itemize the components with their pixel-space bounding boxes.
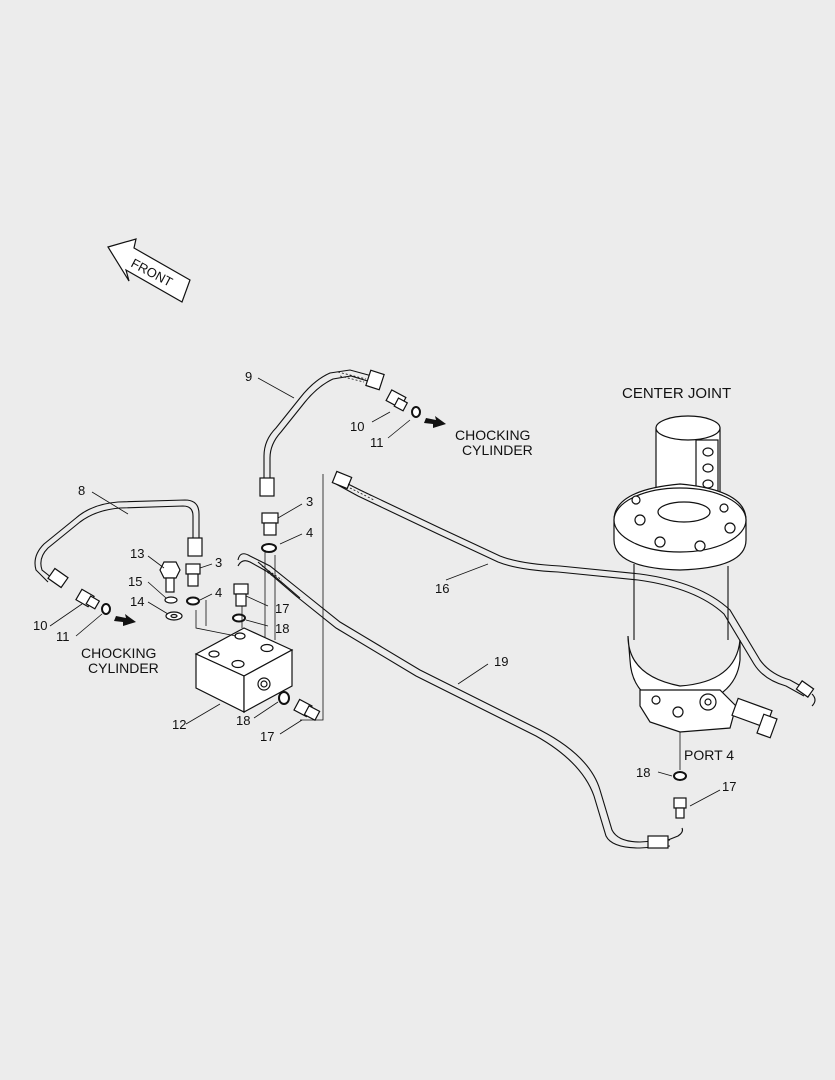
fitting-17-block-side: [293, 698, 321, 722]
valve-block-12: [194, 627, 294, 714]
callout-17-block-side: 17: [260, 729, 274, 744]
fitting-10-upper: [385, 389, 409, 412]
callout-13: 13: [130, 546, 144, 561]
callout-15: 15: [128, 574, 142, 589]
callout-17-port: 17: [722, 779, 736, 794]
arrow-to-chocking-upper: [424, 416, 446, 428]
arrow-to-chocking-lower: [114, 614, 136, 626]
fitting-17-block-top: [233, 583, 249, 607]
chocking-upper-line1: CHOCKING: [455, 427, 530, 443]
o-ring-4-upper: [261, 543, 277, 553]
fitting-10-lower: [75, 588, 101, 610]
callout-9: 9: [245, 369, 252, 384]
callout-8: 8: [78, 483, 85, 498]
callout-12: 12: [172, 717, 186, 732]
leader-lines: [49, 377, 721, 807]
washer-14-hole: [170, 613, 178, 619]
o-ring-4-lower: [186, 596, 200, 606]
callout-18-port: 18: [636, 765, 650, 780]
callout-3-lower: 3: [215, 555, 222, 570]
callout-17-block-top: 17: [275, 601, 289, 616]
callout-19: 19: [494, 654, 508, 669]
fitting-17-port: [673, 797, 687, 819]
callout-11-lower: 11: [56, 629, 70, 644]
chocking-upper-line2: CYLINDER: [462, 442, 533, 458]
callout-11-upper: 11: [370, 435, 384, 450]
callout-10-lower: 10: [33, 618, 47, 633]
callout-4-upper: 4: [306, 525, 313, 540]
hose-19: [237, 553, 684, 849]
hose-9: [259, 369, 385, 497]
chocking-lower-line1: CHOCKING: [81, 645, 156, 661]
callout-18-block-top: 18: [275, 621, 289, 636]
fitting-3-upper: [261, 512, 279, 536]
fitting-3-lower: [185, 563, 201, 587]
callout-14: 14: [130, 594, 144, 609]
callout-4-lower: 4: [215, 585, 222, 600]
hose-8: [34, 499, 203, 589]
o-ring-18-port: [673, 771, 687, 781]
o-ring-11-upper: [411, 406, 421, 418]
chocking-lower-line2: CYLINDER: [88, 660, 159, 676]
callout-16: 16: [435, 581, 449, 596]
callout-10-upper: 10: [350, 419, 364, 434]
front-arrow-icon: FRONT: [107, 238, 191, 303]
bolt-13: [159, 561, 181, 593]
o-ring-18-block-top: [232, 613, 246, 623]
port-4-label: PORT 4: [684, 747, 734, 763]
center-joint-label: CENTER JOINT: [622, 385, 731, 402]
hose-16: [257, 470, 816, 707]
center-joint: [613, 415, 778, 739]
washer-15: [164, 596, 178, 604]
o-ring-18-block-side: [278, 691, 290, 705]
o-ring-11-lower: [101, 603, 111, 615]
callout-3-upper: 3: [306, 494, 313, 509]
callout-18-block-side: 18: [236, 713, 250, 728]
